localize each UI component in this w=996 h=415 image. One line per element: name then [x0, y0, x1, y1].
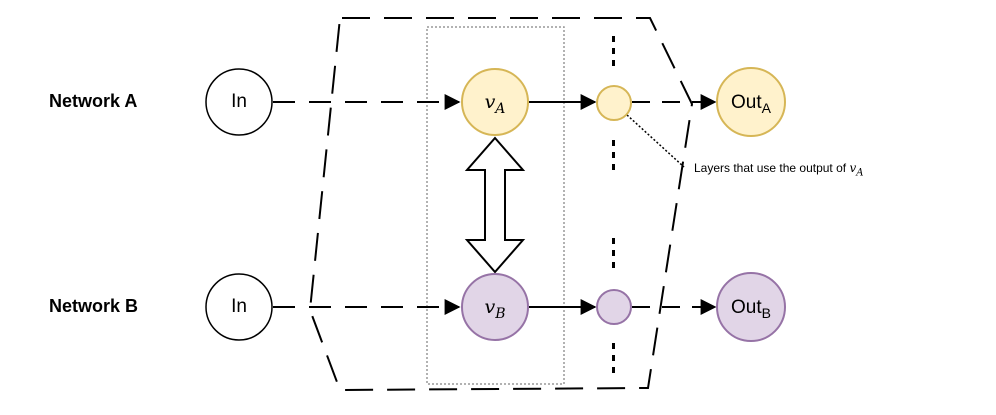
network-a-label: Network A — [49, 91, 138, 111]
variable-node-b — [461, 273, 529, 341]
input-node-b — [205, 273, 273, 341]
layer-node-a — [596, 85, 632, 121]
variable-b-subscript: B — [495, 305, 506, 322]
output-a-subscript: A — [761, 99, 771, 116]
variable-node-a — [461, 68, 529, 136]
output-b-text: Out — [731, 297, 762, 319]
variable-a-subscript: A — [495, 100, 506, 117]
network-b-label: Network B — [49, 296, 139, 316]
output-node-a — [716, 67, 786, 137]
annotation-variable: vA — [849, 161, 864, 179]
shared-variable-double-arrow — [464, 136, 526, 274]
annotation-variable-subscript: A — [856, 167, 864, 179]
variable-b-symbol: v — [484, 296, 496, 319]
variable-b-label: vB — [484, 296, 505, 322]
output-b-subscript: B — [761, 304, 771, 321]
input-b-label: In — [231, 296, 247, 317]
input-node-a — [205, 68, 273, 136]
annotation-label: Layers that use the output of vA — [694, 161, 863, 178]
variable-a-symbol: v — [484, 91, 496, 114]
ellipsis-dots — [612, 36, 615, 373]
annotation-variable-symbol: v — [849, 161, 857, 175]
network-outline — [308, 17, 694, 392]
input-a-label: In — [231, 91, 247, 112]
output-a-label: OutA — [731, 92, 771, 116]
annotation-text: Layers that use the output of — [694, 161, 847, 175]
output-node-b — [716, 272, 786, 342]
output-a-text: Out — [731, 92, 762, 114]
output-b-label: OutB — [731, 297, 771, 321]
shared-variable-box — [426, 26, 565, 385]
layer-node-b — [596, 289, 632, 325]
variable-a-label: vA — [485, 91, 506, 117]
annotation-leader — [626, 114, 685, 168]
